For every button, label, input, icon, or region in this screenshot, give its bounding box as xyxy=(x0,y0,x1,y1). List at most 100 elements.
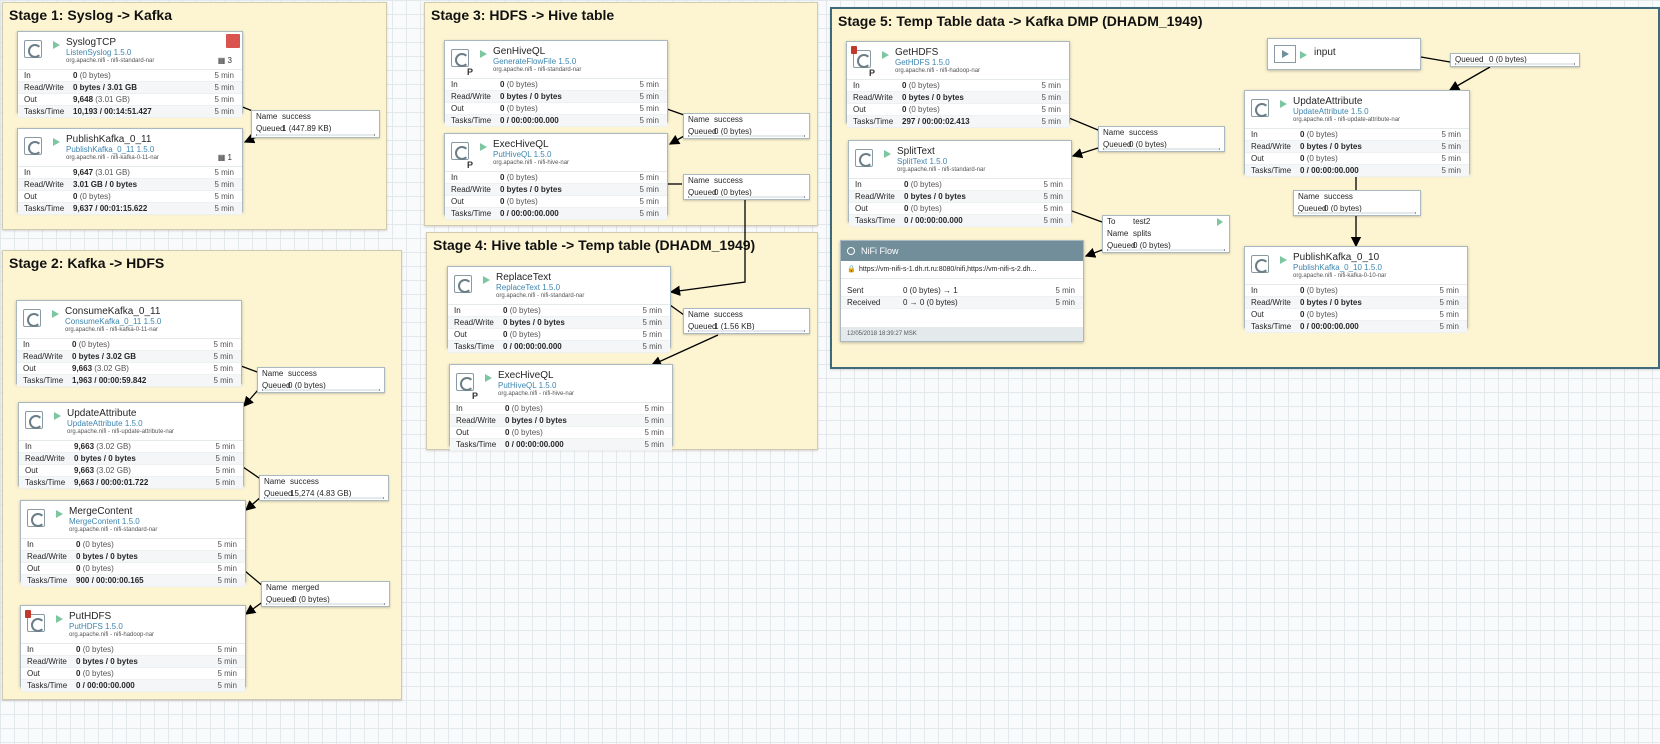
processor-publishkafka-0-10[interactable]: PublishKafka_0_10 PublishKafka_0_10 1.5.… xyxy=(1244,246,1468,333)
processor-updateattribute-stage5[interactable]: UpdateAttribute UpdateAttribute 1.5.0 or… xyxy=(1244,90,1470,177)
tasks-value: 0 / 00:00:00.000 xyxy=(904,216,963,225)
time: 5 min xyxy=(639,173,659,182)
time: 5 min xyxy=(214,95,234,104)
processor-bundle: org.apache.nifi - nifi-standard-nar xyxy=(493,67,582,73)
out-value: 0 (0 bytes) xyxy=(1300,154,1338,163)
time: 5 min xyxy=(639,92,659,101)
queue-bar xyxy=(266,603,385,605)
bulletin-icon[interactable] xyxy=(226,34,240,48)
rw-value: 0 bytes / 0 bytes xyxy=(503,318,565,327)
tasks-label: Tasks/Time xyxy=(855,216,896,225)
processor-icon xyxy=(24,40,42,58)
processor-icon xyxy=(27,509,45,527)
processor-icon xyxy=(1251,255,1269,273)
time: 5 min xyxy=(639,104,659,113)
time: 5 min xyxy=(213,364,233,373)
processor-icon xyxy=(456,373,474,391)
out-value: 0 (0 bytes) xyxy=(505,428,543,437)
remote-process-group[interactable]: NiFi Flow 🔒 https://vm-nifi-s-1.dh.rt.ru… xyxy=(840,240,1084,342)
processor-updateattribute[interactable]: UpdateAttribute UpdateAttribute 1.5.0 or… xyxy=(18,402,244,489)
queued-value: 0 (0 bytes) xyxy=(1324,204,1362,213)
tasks-label: Tasks/Time xyxy=(853,117,894,126)
queued-value: 0 (0 bytes) xyxy=(1129,140,1167,149)
processor-icon xyxy=(454,275,472,293)
processor-replacetext[interactable]: ReplaceText ReplaceText 1.5.0 org.apache… xyxy=(447,266,671,353)
time: 5 min xyxy=(1041,81,1061,90)
processor-publishkafka-0-11[interactable]: PublishKafka_0_11 PublishKafka_0_11 1.5.… xyxy=(17,128,243,215)
time: 5 min xyxy=(214,180,234,189)
connection-name: success xyxy=(288,369,317,378)
time: 5 min xyxy=(217,540,237,549)
tasks-value: 0 / 00:00:00.000 xyxy=(500,209,559,218)
processor-bundle: org.apache.nifi - nifi-hadoop-nar xyxy=(69,632,155,638)
processor-splittext[interactable]: SplitText SplitText 1.5.0 org.apache.nif… xyxy=(848,140,1072,227)
tasks-value: 0 / 00:00:00.000 xyxy=(505,440,564,449)
processor-bundle: org.apache.nifi - nifi-kafka-0-10-nar xyxy=(1293,273,1387,279)
out-label: Out xyxy=(25,466,38,475)
processor-gethdfs[interactable]: P GetHDFS GetHDFS 1.5.0 org.apache.nifi … xyxy=(846,41,1070,128)
queue-bar xyxy=(262,389,380,391)
processor-genhiveql[interactable]: P GenHiveQL GenerateFlowFile 1.5.0 org.a… xyxy=(444,40,668,127)
rw-label: Read/Write xyxy=(1251,298,1291,307)
rw-value: 0 bytes / 0 bytes xyxy=(902,93,964,102)
processor-icon xyxy=(23,309,41,327)
rw-label: Read/Write xyxy=(24,180,64,189)
in-value: 0 (0 bytes) xyxy=(72,340,110,349)
queue-bar xyxy=(688,330,805,332)
running-icon xyxy=(480,143,487,151)
processor-syslogtcp[interactable]: SyslogTCP ListenSyslog 1.5.0 org.apache.… xyxy=(17,31,243,118)
tasks-value: 0 / 00:00:00.000 xyxy=(500,116,559,125)
processor-consumekafka-0-11[interactable]: ConsumeKafka_0_11 ConsumeKafka_0_11 1.5.… xyxy=(16,300,242,387)
in-label: In xyxy=(454,306,461,315)
rw-label: Read/Write xyxy=(25,454,65,463)
time: 5 min xyxy=(217,645,237,654)
remote-group-title: NiFi Flow xyxy=(861,246,899,256)
in-value: 0 (0 bytes) xyxy=(76,645,114,654)
rw-label: Read/Write xyxy=(853,93,893,102)
processor-type: UpdateAttribute 1.5.0 xyxy=(1293,107,1369,116)
last-refreshed: 12/05/2018 18:39:27 MSK xyxy=(841,327,1083,341)
processor-puthdfs[interactable]: PutHDFS PutHDFS 1.5.0 org.apache.nifi - … xyxy=(20,605,246,692)
tasks-label: Tasks/Time xyxy=(25,478,66,487)
time: 5 min xyxy=(217,681,237,690)
rw-label: Read/Write xyxy=(454,318,494,327)
in-label: In xyxy=(23,340,30,349)
time: 5 min xyxy=(644,428,664,437)
out-value: 0 (0 bytes) xyxy=(503,330,541,339)
group-title: Stage 5: Temp Table data -> Kafka DMP (D… xyxy=(838,13,1203,29)
time: 5 min xyxy=(1439,322,1459,331)
running-icon xyxy=(56,615,63,623)
processor-exechiveql-stage4[interactable]: P ExecHiveQL PutHiveQL 1.5.0 org.apache.… xyxy=(449,364,673,451)
out-label: Out xyxy=(24,95,37,104)
sent-value: 0 (0 bytes) → 1 xyxy=(903,286,958,295)
rw-value: 0 bytes / 0 bytes xyxy=(505,416,567,425)
tasks-label: Tasks/Time xyxy=(456,440,497,449)
running-icon xyxy=(1280,100,1287,108)
rw-value: 0 bytes / 0 bytes xyxy=(500,185,562,194)
rw-value: 0 bytes / 0 bytes xyxy=(1300,298,1362,307)
input-port[interactable]: input xyxy=(1267,38,1421,70)
processor-mergecontent[interactable]: MergeContent MergeContent 1.5.0 org.apac… xyxy=(20,500,246,587)
processor-type: SplitText 1.5.0 xyxy=(897,157,948,166)
time: 5 min xyxy=(217,576,237,585)
primary-node-icon: P xyxy=(467,160,474,170)
processor-exechiveql-stage3[interactable]: P ExecHiveQL PutHiveQL 1.5.0 org.apache.… xyxy=(444,133,668,220)
processor-bundle: org.apache.nifi - nifi-standard-nar xyxy=(66,58,155,64)
tasks-value: 0 / 00:00:00.000 xyxy=(1300,322,1359,331)
out-label: Out xyxy=(27,564,40,573)
running-icon xyxy=(485,374,492,382)
time: 5 min xyxy=(214,204,234,213)
rw-value: 0 bytes / 0 bytes xyxy=(1300,142,1362,151)
out-label: Out xyxy=(456,428,469,437)
